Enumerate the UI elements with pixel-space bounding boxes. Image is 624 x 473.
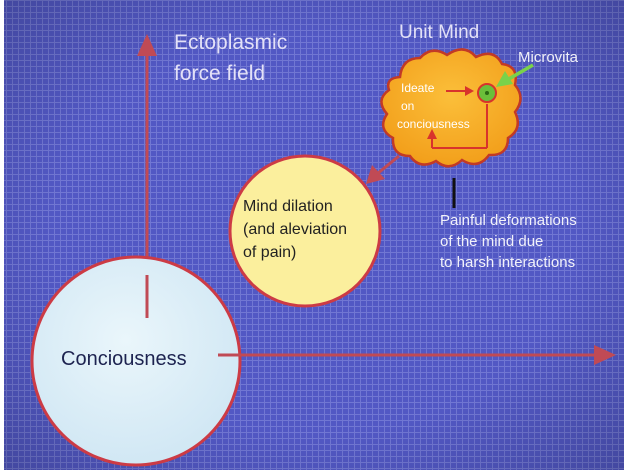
ideate-label-line-3: conciousness	[397, 118, 470, 132]
axis-label-line-1: Ectoplasmic	[174, 31, 287, 55]
axis-label-line-2: force field	[174, 62, 265, 86]
unit-mind-label: Unit Mind	[399, 22, 479, 44]
microvita-dot-icon	[478, 84, 496, 102]
deformation-label-line-3: to harsh interactions	[440, 254, 575, 271]
dilation-label-line-3: of pain)	[243, 244, 296, 262]
deformation-label-line-1: Painful deformations	[440, 212, 577, 229]
consciousness-label: Conciousness	[61, 348, 187, 371]
deformation-label-line-2: of the mind due	[440, 233, 543, 250]
ideate-label-line-1: Ideate	[401, 82, 434, 96]
microvita-label: Microvita	[518, 49, 578, 66]
dilation-label-line-2: (and aleviation	[243, 221, 347, 239]
dilation-label-line-1: Mind dilation	[243, 198, 333, 216]
ideate-label-line-2: on	[401, 100, 414, 114]
